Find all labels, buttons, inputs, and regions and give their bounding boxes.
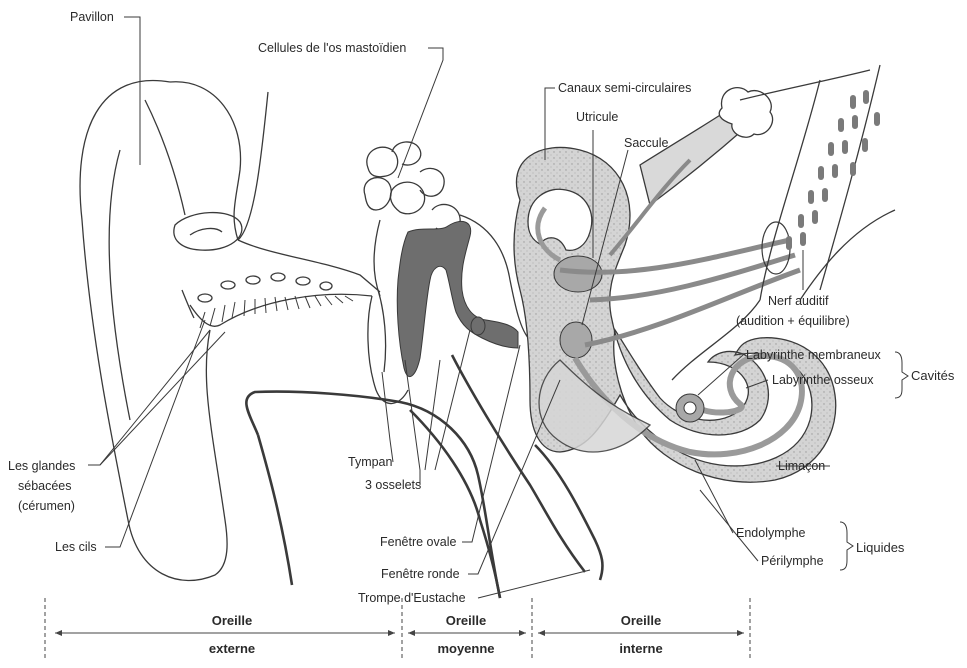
outer-ear [80,80,380,580]
label-nerf-2: (audition + équilibre) [736,314,850,328]
label-pavillon: Pavillon [70,10,114,24]
inner-ear [514,65,895,482]
zone-interne-line2: interne [619,641,662,656]
label-tympan: Tympan [348,455,393,469]
helix-inner [109,150,130,420]
ossicles [397,221,518,376]
pinna-inner-fold [145,100,185,215]
label-limacon: Limaçon [778,459,825,473]
zone-moyenne-line1: Oreille [446,613,486,628]
label-utricule: Utricule [576,110,618,124]
label-nerf-1: Nerf auditif [768,294,829,308]
nerve-fibers [786,90,880,250]
label-saccule: Saccule [624,136,669,150]
zone-moyenne-line2: moyenne [437,641,494,656]
mastoid-cells [364,142,460,232]
canal-upper-wall [238,92,380,292]
zone-externe-line2: externe [209,641,255,656]
pinna-top-curve [170,82,241,240]
label-trompe: Trompe d'Eustache [358,591,466,605]
label-glandes-3: (cérumen) [18,499,75,513]
canal-lower-wall [190,294,372,326]
tragus [174,213,242,251]
zone-interne-line1: Oreille [621,613,661,628]
temporal-bone-contour [246,392,500,598]
label-glandes-2: sébacées [18,479,72,493]
label-canaux: Canaux semi-circulaires [558,81,691,95]
saccule [560,322,592,358]
tympanic-membrane [378,290,386,372]
antitragus-inner [190,228,222,235]
sebaceous-glands [198,273,332,302]
label-glandes-1: Les glandes [8,459,75,473]
zone-externe-line1: Oreille [212,613,252,628]
label-endolymphe: Endolymphe [736,526,806,540]
neck-contour [258,435,292,585]
label-cils: Les cils [55,540,97,554]
label-cellules: Cellules de l'os mastoïdien [258,41,406,55]
label-fenetre-ovale: Fenêtre ovale [380,535,456,549]
pinna-shape [80,80,227,580]
label-cavites: Cavités [911,368,955,383]
label-lab-osseux: Labyrinthe osseux [772,373,874,387]
label-perilymphe: Périlymphe [761,554,824,568]
label-osselets: 3 osselets [365,478,421,492]
canal-floor [182,290,194,318]
label-liquides: Liquides [856,540,905,555]
label-lab-membraneux: Labyrinthe membraneux [746,348,882,362]
label-fenetre-ronde: Fenêtre ronde [381,567,460,581]
stapes-footplate [471,317,485,335]
